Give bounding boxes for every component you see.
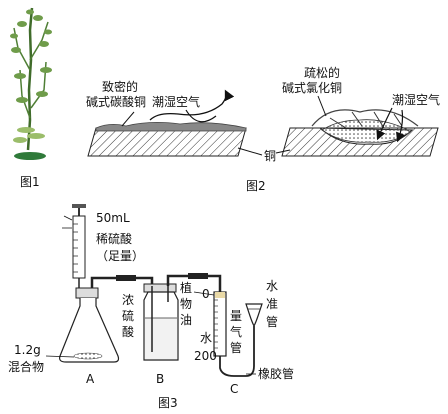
fig2-right-air-arrow-2 [396,109,406,143]
fig2-right-air: 潮湿空气 [392,92,440,107]
fig2-caption: 图2 [246,179,266,193]
fig3-burette-1: 量 [230,309,242,323]
fig2-left-copper-block [87,122,247,157]
fig2-left-label-2: 碱式碳酸铜 [86,94,146,109]
fig3-burette-2: 气 [230,324,242,339]
fig1-plant [10,7,52,160]
fig3-gas-burette [213,291,255,377]
fig3-level-3: 管 [266,314,278,329]
fig3-conc-2: 硫 [122,308,134,323]
fig3-mixture: 混合物 [8,359,44,374]
fig3-label-b: B [156,372,164,386]
fig3-acid-2: （足量） [96,249,144,263]
fig2-right-pointer [317,95,327,117]
fig3-conc-1: 浓 [122,293,134,307]
fig2-left-pointer [121,111,135,127]
fig2-copper-pointer-left [237,147,263,156]
fig3-syringe [62,204,86,290]
fig3-level-tube [245,303,263,328]
fig2-left-air: 潮湿空气 [152,94,200,109]
fig2-copper-label: 铜 [264,148,276,163]
fig2-right-copper-block [281,109,439,157]
fig2-left-label-1: 致密的 [102,79,138,94]
fig2-left-air-arrow [149,89,235,121]
fig3-bottle-b [143,283,179,361]
fig3-conc-3: 酸 [122,324,134,339]
fig3-syringe-volume: 50mL [96,211,130,225]
fig3-level-1: 水 [266,279,278,293]
fig3-connector-ab [116,275,136,281]
fig3-flask-a [59,287,120,363]
fig3-oil-pointer [193,291,215,296]
fig3-label-c: C [230,382,238,396]
fig3-scale-bottom: 200 [194,349,217,363]
fig3-oil-3: 油 [180,313,192,327]
fig3-connector-bc [188,273,208,279]
fig3-rubber-tube: 橡胶管 [258,366,294,381]
fig3-oil-2: 物 [180,297,192,311]
fig3-burette-3: 管 [230,340,242,355]
fig3-water: 水 [200,331,212,345]
fig3-oil-1: 植 [180,280,192,295]
fig3-acid-1: 稀硫酸 [96,231,132,246]
fig3-mixture-pointer [45,355,75,358]
fig3-mixture-mass: 1.2g [14,343,41,357]
fig2-right-air-arrow-1 [376,107,393,141]
fig2-right-label-1: 疏松的 [304,65,340,80]
fig2-right-label-2: 碱式氯化铜 [282,80,342,95]
fig3-level-2: 准 [266,297,278,311]
fig2-left-air-curl [185,109,217,123]
fig1-caption: 图1 [20,175,40,189]
fig2-copper-pointer-right [275,149,291,154]
fig3-label-a: A [86,372,95,386]
fig3-caption: 图3 [158,396,178,410]
